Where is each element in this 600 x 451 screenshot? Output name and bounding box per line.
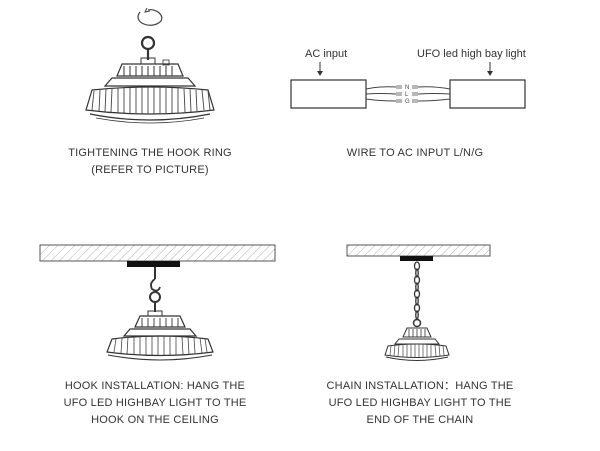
caption-chain-line2: UFO LED HIGHBAY LIGHT TO THE — [328, 397, 512, 409]
wire-l-label: L — [405, 92, 409, 98]
caption-chain-line3: END OF THE CHAIN — [366, 414, 474, 426]
wire-n-label: N — [405, 85, 409, 91]
panel-chain-install: CHAIN INSTALLATION：HANG THE UFO LED HIGH… — [300, 235, 600, 451]
caption-wiring-line1: WIRE TO AC INPUT L/N/G — [346, 147, 484, 159]
caption-tightening-line1: TIGHTENING THE HOOK RING — [68, 147, 232, 159]
panel-wiring: AC input UFO led high bay light N L G WI… — [290, 0, 600, 200]
caption-hook-install: HOOK INSTALLATION: HANG THE UFO LED HIGH… — [50, 378, 260, 429]
caption-tightening: TIGHTENING THE HOOK RING (REFER TO PICTU… — [50, 145, 250, 179]
chain-install-drawing — [346, 244, 491, 361]
light-label: UFO led high bay light — [417, 48, 526, 60]
ceiling-hatch-icon — [346, 244, 491, 257]
rotation-arrow-icon — [137, 9, 163, 26]
panel-hook-install: HOOK INSTALLATION: HANG THE UFO LED HIGH… — [0, 235, 300, 451]
caption-hook-line3: HOOK ON THE CEILING — [91, 414, 219, 426]
caption-wiring: WIRE TO AC INPUT L/N/G — [315, 145, 515, 162]
ufo-high-bay-light-icon — [106, 310, 214, 361]
ceiling-mount-plate — [127, 261, 180, 267]
panel-tightening: TIGHTENING THE HOOK RING (REFER TO PICTU… — [0, 0, 300, 200]
hook-ring-icon — [149, 267, 161, 312]
hook-ring-icon — [412, 318, 422, 328]
ufo-high-bay-light-icon — [384, 327, 450, 361]
ceiling-hatch-icon — [39, 244, 276, 262]
caption-tightening-line2: (REFER TO PICTURE) — [91, 164, 209, 176]
ac-input-box — [290, 79, 367, 109]
hook-install-drawing — [39, 244, 276, 361]
caption-hook-line1: HOOK INSTALLATION: HANG THE — [64, 380, 246, 392]
caption-chain-line1: CHAIN INSTALLATION：HANG THE — [326, 380, 514, 392]
ufo-light-with-hook-drawing — [85, 7, 215, 124]
ac-input-label: AC input — [305, 48, 347, 60]
ceiling-mount-plate — [400, 256, 433, 261]
wire-g-label: G — [405, 99, 410, 105]
caption-hook-line2: UFO LED HIGHBAY LIGHT TO THE — [63, 397, 247, 409]
wiring-drawing: AC input UFO led high bay light N L G — [290, 48, 526, 109]
chain-icon — [413, 261, 421, 320]
caption-chain-install: CHAIN INSTALLATION：HANG THE UFO LED HIGH… — [315, 378, 525, 429]
ufo-high-bay-light-icon — [85, 57, 215, 124]
hook-ring-icon — [140, 35, 156, 60]
light-wire-box — [449, 79, 526, 109]
